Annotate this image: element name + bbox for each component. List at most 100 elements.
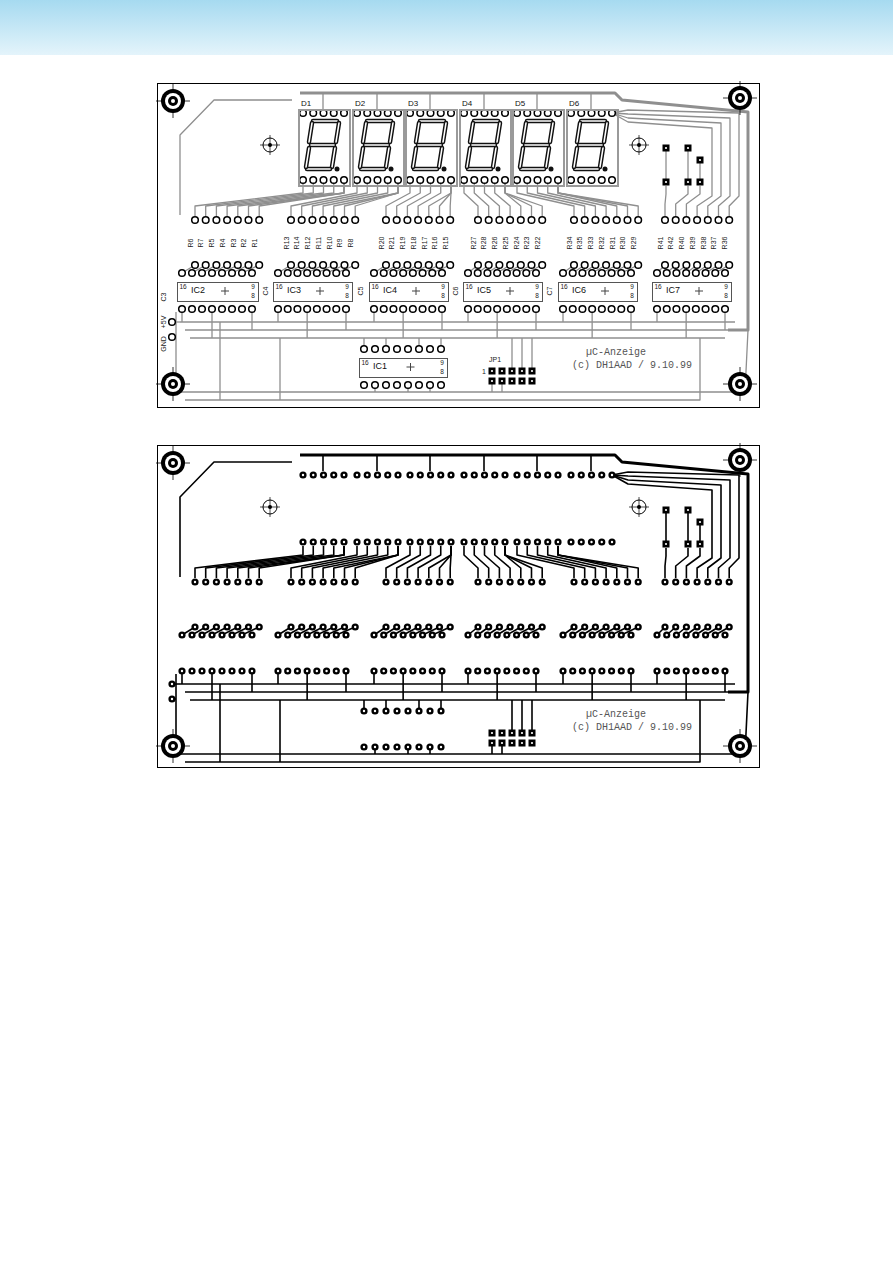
drill-hole — [322, 626, 324, 628]
solder-pad — [341, 217, 348, 224]
solder-pad — [438, 346, 445, 353]
mounting-hole — [171, 461, 175, 465]
solder-pad — [439, 306, 446, 313]
solder-pad — [228, 667, 235, 674]
drill-hole — [501, 370, 503, 372]
drill-hole — [363, 746, 365, 748]
resistor-label: R18 — [409, 236, 416, 251]
display-segment — [574, 148, 577, 167]
solder-pad — [614, 217, 621, 224]
drill-hole — [704, 670, 706, 672]
solder-pad — [320, 217, 327, 224]
solder-pad — [613, 578, 620, 585]
drill-hole — [343, 626, 345, 628]
resistor-label: R40 — [678, 236, 685, 251]
solder-pad — [419, 667, 426, 674]
solder-pad — [524, 471, 531, 478]
solder-pad — [661, 623, 668, 630]
solder-pad — [370, 667, 377, 674]
solder-pad — [309, 623, 316, 630]
drill-hole — [419, 541, 421, 543]
display-segment — [311, 143, 334, 148]
jumper-label: JP1 — [488, 356, 502, 363]
drill-hole — [343, 474, 345, 476]
solder-pad — [274, 631, 281, 638]
solder-pad — [513, 667, 520, 674]
solder-pad — [523, 667, 530, 674]
solder-pad — [404, 707, 411, 714]
display-segment — [443, 123, 446, 142]
drill-hole — [325, 670, 327, 672]
pin-number: 9 — [534, 284, 540, 291]
drill-hole — [717, 581, 719, 583]
solder-pad — [663, 631, 670, 638]
solder-pad — [353, 538, 360, 545]
drill-hole — [506, 670, 508, 672]
solder-pad — [383, 382, 390, 389]
solder-pad — [256, 578, 263, 585]
polarity-mark — [225, 287, 226, 295]
solder-pad — [383, 217, 390, 224]
solder-pad — [471, 471, 478, 478]
solder-pad — [353, 471, 360, 478]
solder-pad — [501, 471, 508, 478]
solder-pad — [554, 471, 561, 478]
copper-trace — [591, 671, 593, 700]
drill-hole — [620, 634, 622, 636]
drill-hole — [428, 581, 430, 583]
drill-hole — [491, 380, 493, 382]
solder-pad — [481, 538, 488, 545]
solder-pad — [599, 306, 606, 313]
drill-hole — [409, 541, 411, 543]
solder-pad — [683, 578, 690, 585]
drill-hole — [581, 670, 583, 672]
drill-hole — [385, 710, 387, 712]
drill-hole — [258, 626, 260, 628]
copper-trace — [302, 184, 368, 216]
drill-hole — [322, 474, 324, 476]
ic-package: IC7 — [652, 282, 732, 302]
drill-hole — [675, 581, 677, 583]
solder-pad — [672, 623, 679, 630]
solder-pad — [532, 667, 539, 674]
display-segment — [418, 143, 441, 148]
circuit-board: µC-Anzeige(c) DH1AAD / 9.10.99 — [157, 445, 760, 768]
solder-pad — [599, 270, 606, 277]
led-display: D4 — [459, 109, 512, 187]
solder-pad — [494, 306, 501, 313]
solder-pad — [208, 631, 215, 638]
solder-pad — [343, 306, 350, 313]
drill-hole — [211, 634, 213, 636]
display-segment — [546, 148, 549, 167]
solder-pad — [284, 631, 291, 638]
drill-hole — [511, 732, 513, 734]
solder-pad — [484, 270, 491, 277]
solder-pad — [374, 538, 381, 545]
solder-pad — [598, 631, 605, 638]
resistor-label: R28 — [480, 236, 487, 251]
copper-trace — [685, 671, 687, 700]
drill-hole — [616, 581, 618, 583]
copper-trace — [521, 338, 522, 371]
solder-pad — [298, 623, 305, 630]
drill-hole — [440, 541, 442, 543]
solder-pad — [202, 217, 209, 224]
solder-pad — [544, 471, 551, 478]
copper-trace — [190, 337, 725, 338]
drill-hole — [296, 670, 298, 672]
drill-hole — [412, 634, 414, 636]
solder-pad — [415, 623, 422, 630]
drill-hole — [237, 581, 239, 583]
drill-hole — [333, 626, 335, 628]
display-segment — [493, 148, 496, 167]
display-segment — [574, 148, 577, 167]
drill-hole — [258, 581, 260, 583]
copper-trace — [474, 184, 488, 216]
solder-pad — [484, 306, 491, 313]
display-segment — [386, 148, 389, 167]
resistor-label: R3 — [229, 238, 236, 249]
square-pad — [499, 378, 506, 385]
solder-pad — [702, 631, 709, 638]
drill-hole — [373, 670, 375, 672]
display-segment — [307, 167, 330, 172]
